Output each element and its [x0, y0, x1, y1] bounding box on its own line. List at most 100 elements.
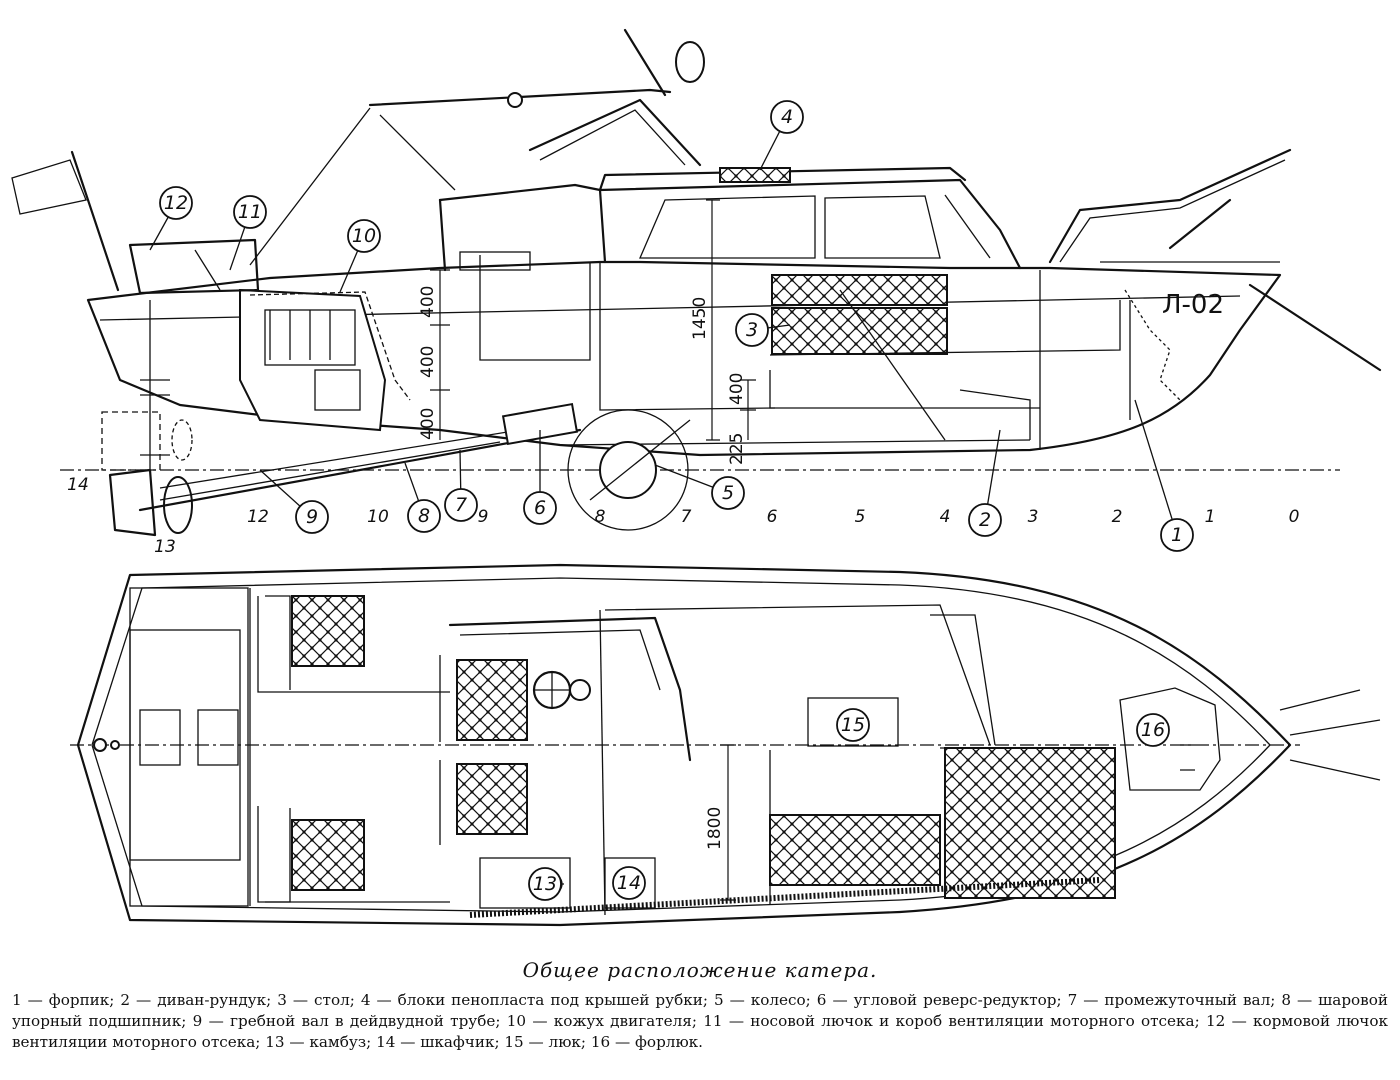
engine-casing: [249, 291, 411, 401]
frame-number-3: 3: [1028, 507, 1039, 527]
callout-2: 2: [968, 503, 1002, 537]
foam-blocks-under-roof: [719, 167, 791, 183]
frame-number-4: 4: [940, 507, 951, 527]
frame-number-10: 10: [367, 507, 389, 527]
steering-wheel-icon: [532, 670, 591, 710]
frame-number-12: 12: [247, 507, 269, 527]
aft-seat-cushion-port: [291, 595, 365, 667]
dim-1800: 1800: [705, 807, 725, 850]
callout-label-12: 12: [164, 192, 188, 214]
callout-3: 3: [735, 313, 769, 347]
windshield-frame: [528, 98, 702, 167]
caption-title: Общее расположение катера.: [522, 958, 878, 982]
propeller-icon: [163, 419, 193, 534]
callout-label-11: 11: [238, 201, 262, 223]
cabin-window-1: [639, 195, 816, 259]
dim-400-cabin: 400: [727, 373, 747, 405]
callout-label-1: 1: [1171, 524, 1183, 546]
legend-item-1: 1 — форпик;: [12, 991, 121, 1009]
frame-number-0: 0: [1289, 507, 1300, 527]
dim-1450: 1450: [690, 297, 710, 340]
passenger-seat: [456, 763, 528, 835]
legend-item-8: 8 — шаровой упорный подшипник;: [12, 991, 1388, 1030]
callout-5: 5: [711, 476, 745, 510]
dim-400-middle: 400: [418, 346, 438, 378]
legend-item-2: 2 — диван-рундук;: [120, 991, 278, 1009]
frame-number-1: 1: [1205, 507, 1216, 527]
frame-number-13: 13: [154, 537, 176, 557]
callout-11: 11: [233, 195, 267, 229]
legend-item-11: 11 — носовой лючок и короб вентиляции мо…: [703, 1012, 1206, 1030]
callout-label-3: 3: [746, 319, 758, 341]
frame-number-9: 9: [478, 507, 489, 527]
callout-label-9: 9: [306, 506, 318, 528]
dim-400-lower: 400: [418, 408, 438, 440]
callout-label-6: 6: [534, 497, 546, 519]
legend-item-13: 13 — камбуз;: [265, 1033, 377, 1051]
callout-16: 16: [1136, 713, 1170, 747]
callout-label-15: 15: [841, 714, 865, 736]
legend-item-5: 5 — колесо;: [713, 991, 817, 1009]
legend-item-10: 10 — кожух двигателя;: [506, 1012, 704, 1030]
plan-view: 1800: [70, 563, 1381, 927]
legend-item-7: 7 — промежуточный вал;: [1067, 991, 1282, 1009]
reverse-reducer: [501, 402, 579, 446]
callout-10: 10: [347, 219, 381, 253]
legend-item-3: 3 — стол;: [277, 991, 361, 1009]
legend-item-15: 15 — люк;: [504, 1033, 591, 1051]
table-cushion: [771, 274, 948, 306]
caption-area: Общее расположение катера. 1 — форпик; 2…: [12, 958, 1388, 1076]
cabin-superstructure: [598, 178, 1022, 270]
aft-vent-box: [128, 238, 260, 295]
callout-12: 12: [159, 186, 193, 220]
dim-225: 225: [727, 433, 747, 465]
frame-number-7: 7: [681, 507, 692, 527]
legend-item-12: 12 — кормовой лючок вентиляции моторного…: [12, 1012, 1388, 1051]
callout-9: 9: [295, 500, 329, 534]
hull-number: Л-02: [1162, 290, 1224, 320]
callout-14: 14: [612, 866, 646, 900]
callout-13: 13: [528, 867, 562, 901]
flag-icon: [11, 150, 120, 292]
callout-4: 4: [770, 100, 804, 134]
callout-6: 6: [523, 491, 557, 525]
callout-label-2: 2: [979, 509, 991, 531]
callout-1: 1: [1160, 518, 1194, 552]
cabin-sofa-bow: [944, 747, 1116, 899]
legend-item-4: 4 — блоки пенопласта под крышей рубки;: [360, 991, 714, 1009]
callout-label-4: 4: [781, 106, 793, 128]
legend-item-6: 6 — угловой реверс-редуктор;: [816, 991, 1068, 1009]
propeller-shaft: [138, 428, 582, 512]
boat-general-arrangement-drawing: 1450 400 400 400 400 225 Л-02 1413121098…: [11, 28, 1382, 927]
callout-15: 15: [836, 708, 870, 742]
frame-number-2: 2: [1112, 507, 1123, 527]
callout-label-14: 14: [617, 872, 641, 894]
searchlight-icon: [623, 28, 705, 97]
callout-label-13: 13: [533, 873, 557, 895]
legend-item-9: 9 — гребной вал в дейдвудной трубе;: [192, 1012, 507, 1030]
callout-label-8: 8: [418, 505, 430, 527]
callout-8: 8: [407, 499, 441, 533]
callout-label-7: 7: [455, 494, 467, 516]
frame-number-8: 8: [595, 507, 606, 527]
forward-hatch-16: [1119, 687, 1221, 791]
legend: 1 — форпик; 2 — диван-рундук; 3 — стол; …: [12, 990, 1388, 1053]
legend-item-16: 16 — форлюк.: [590, 1033, 703, 1051]
rudder: [108, 468, 157, 537]
legend-item-14: 14 — шкафчик;: [376, 1033, 505, 1051]
frame-number-5: 5: [855, 507, 866, 527]
aft-seat-cushion-starboard: [291, 819, 365, 891]
engine-block: [239, 288, 387, 432]
hatch-15: [807, 697, 899, 747]
galley-13: [479, 857, 571, 909]
foredeck-railing: [1048, 148, 1292, 264]
helm-seat: [456, 659, 528, 741]
cabin-sofa-port: [769, 814, 941, 886]
cabin-window-2: [824, 195, 941, 259]
callout-7: 7: [444, 488, 478, 522]
frame-number-6: 6: [767, 507, 778, 527]
frame-number-14: 14: [67, 475, 89, 495]
